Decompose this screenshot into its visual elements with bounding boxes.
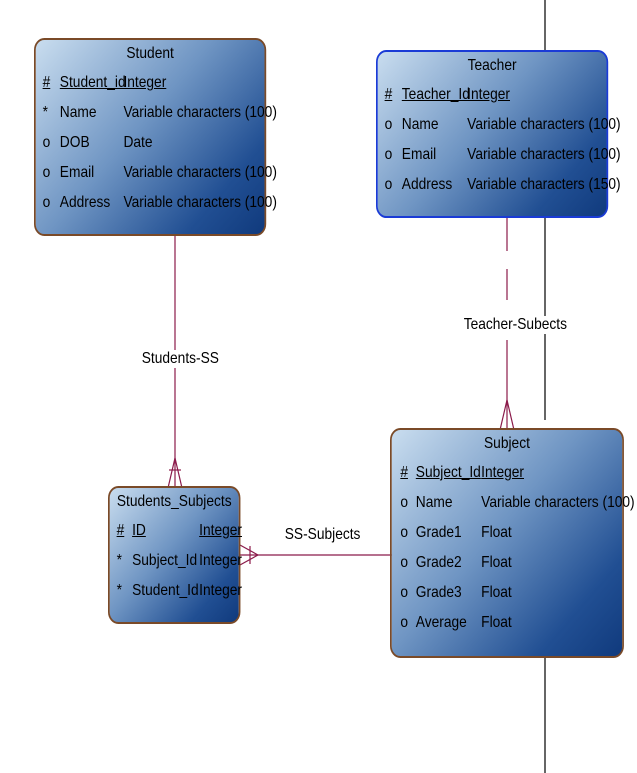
attribute-row: o DOB Date bbox=[36, 128, 265, 158]
attribute-marker: # bbox=[384, 86, 393, 103]
attribute-name: Student_Id bbox=[132, 582, 199, 599]
attribute-type: Date bbox=[123, 134, 153, 151]
attribute-marker: o bbox=[42, 164, 51, 181]
attribute-row: o Address Variable characters (100) bbox=[36, 188, 277, 218]
entity-title: Subject bbox=[484, 435, 530, 452]
attribute-marker: # bbox=[400, 464, 408, 481]
attribute-type: Variable characters (100) bbox=[123, 194, 277, 211]
entity-teacher[interactable]: Teacher # Teacher_Id Integer o Name Vari… bbox=[376, 50, 621, 218]
attribute-marker: o bbox=[42, 194, 51, 211]
attribute-row: # Subject_Id Integer bbox=[392, 458, 622, 488]
attribute-row: * Student_Id Integer bbox=[110, 576, 242, 606]
attribute-marker: o bbox=[384, 146, 393, 163]
attribute-row: o Grade2 Float bbox=[392, 548, 622, 578]
attribute-row: o Address Variable characters (150) bbox=[378, 170, 621, 200]
attribute-type: Variable characters (150) bbox=[467, 176, 621, 193]
attribute-name: Teacher_Id bbox=[401, 86, 470, 103]
attribute-type: Float bbox=[481, 554, 512, 571]
attribute-row: # Student_id Integer bbox=[36, 68, 265, 98]
attribute-marker: * bbox=[116, 552, 122, 569]
entity-students-subjects[interactable]: Students_Subjects # ID Integer * Subject… bbox=[108, 486, 242, 624]
ss-subjects-crowsfoot bbox=[239, 544, 259, 566]
attribute-name: Email bbox=[59, 164, 95, 181]
attribute-type: Float bbox=[481, 584, 512, 601]
attribute-row: # ID Integer bbox=[110, 516, 242, 546]
attribute-row: o Grade1 Float bbox=[392, 518, 622, 548]
attribute-marker: o bbox=[400, 524, 408, 541]
attribute-type: Variable characters (100) bbox=[123, 164, 277, 181]
attribute-type: Float bbox=[481, 614, 512, 631]
attribute-name: Address bbox=[59, 194, 111, 211]
attribute-marker: o bbox=[400, 554, 408, 571]
entity-title: Student bbox=[126, 45, 174, 62]
attribute-type: Integer bbox=[199, 552, 242, 569]
attribute-marker: o bbox=[400, 494, 408, 511]
attribute-type: Integer bbox=[199, 582, 242, 599]
entity-title: Students_Subjects bbox=[116, 493, 232, 510]
attribute-marker: * bbox=[116, 582, 122, 599]
attribute-row: o Grade3 Float bbox=[392, 578, 622, 608]
attribute-type: Variable characters (100) bbox=[467, 116, 621, 133]
attribute-name: Name bbox=[415, 494, 453, 511]
attribute-name: Email bbox=[401, 146, 437, 163]
attribute-type: Integer bbox=[481, 464, 524, 481]
entity-student[interactable]: Student # Student_id Integer * Name Vari… bbox=[34, 38, 277, 236]
attribute-marker: o bbox=[42, 134, 51, 151]
attribute-type: Integer bbox=[199, 522, 242, 539]
attribute-row: o Name Variable characters (100) bbox=[392, 488, 634, 518]
relationship-label-students-ss[interactable]: Students-SS bbox=[140, 350, 221, 368]
attribute-name: Name bbox=[401, 116, 439, 133]
attribute-row: * Subject_Id Integer bbox=[110, 546, 242, 576]
attribute-row: o Average Float bbox=[392, 608, 622, 638]
attribute-marker: # bbox=[116, 522, 125, 539]
attribute-marker: o bbox=[384, 176, 393, 193]
attribute-name: Address bbox=[401, 176, 453, 193]
attribute-name: DOB bbox=[59, 134, 90, 151]
attribute-type: Variable characters (100) bbox=[467, 146, 621, 163]
entity-title: Teacher bbox=[467, 57, 517, 74]
attribute-row: # Teacher_Id Integer bbox=[378, 80, 607, 110]
attribute-name: Grade1 bbox=[415, 524, 462, 541]
attribute-marker: * bbox=[42, 104, 48, 121]
attribute-type: Integer bbox=[123, 74, 167, 91]
attribute-name: Grade3 bbox=[415, 584, 462, 601]
attribute-type: Variable characters (100) bbox=[481, 494, 635, 511]
attribute-type: Integer bbox=[467, 86, 510, 103]
attribute-row: o Email Variable characters (100) bbox=[378, 140, 621, 170]
attribute-marker: o bbox=[400, 584, 408, 601]
attribute-marker: o bbox=[400, 614, 408, 631]
attribute-name: Grade2 bbox=[415, 554, 462, 571]
attribute-name: Subject_Id bbox=[415, 464, 481, 481]
attribute-marker: # bbox=[42, 74, 51, 91]
attribute-name: Student_id bbox=[59, 74, 126, 91]
attribute-marker: o bbox=[384, 116, 393, 133]
attribute-name: Name bbox=[59, 104, 97, 121]
relationship-label-teacher-subects[interactable]: Teacher-Subects bbox=[462, 316, 569, 334]
attribute-row: o Email Variable characters (100) bbox=[36, 158, 277, 188]
attribute-type: Variable characters (100) bbox=[123, 104, 277, 121]
teacher-subects-crowsfoot bbox=[499, 399, 515, 431]
attribute-type: Float bbox=[481, 524, 512, 541]
attribute-name: Subject_Id bbox=[132, 552, 198, 569]
attribute-row: * Name Variable characters (100) bbox=[36, 98, 277, 128]
students-ss-crowsfoot bbox=[167, 457, 183, 489]
attribute-name: Average bbox=[415, 614, 467, 631]
entity-subject[interactable]: Subject # Subject_Id Integer o Name Vari… bbox=[390, 428, 635, 658]
attribute-name: ID bbox=[132, 522, 146, 539]
attribute-row: o Name Variable characters (100) bbox=[378, 110, 621, 140]
relationship-label-ss-subjects[interactable]: SS-Subjects bbox=[283, 526, 363, 544]
